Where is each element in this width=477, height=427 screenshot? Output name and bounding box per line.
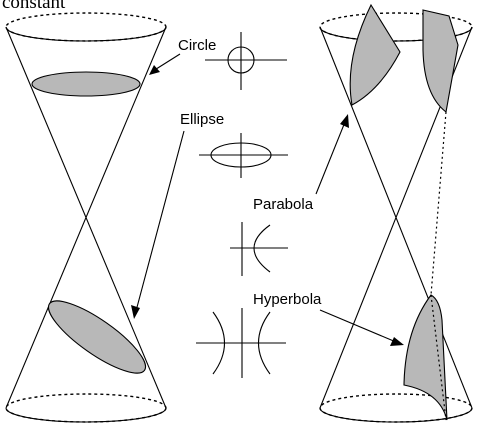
left-double-cone bbox=[5, 12, 167, 423]
circle-section bbox=[31, 71, 141, 97]
hyperbola-inner-dotted-line bbox=[430, 294, 447, 421]
ellipse-graph-icon bbox=[199, 133, 288, 178]
parabola-section bbox=[349, 3, 401, 106]
circle-arrow bbox=[149, 53, 181, 75]
hyperbola-graph-icon bbox=[196, 308, 286, 378]
hyperbola-label: Hyperbola bbox=[253, 291, 322, 308]
circle-graph-icon bbox=[205, 32, 287, 90]
hyperbola-upper-section bbox=[422, 9, 459, 113]
left-cone-top-rim-front bbox=[5, 26, 167, 42]
hyperbola-axis-dotted-line bbox=[430, 111, 447, 296]
right-double-cone bbox=[319, 3, 473, 423]
right-cone-top-rim-front bbox=[319, 26, 473, 42]
left-cone-bottom-rim-front bbox=[5, 407, 167, 423]
ellipse-section bbox=[47, 300, 147, 374]
right-cone-bottom-rim-front bbox=[319, 407, 473, 423]
ellipse-arrow bbox=[131, 130, 185, 319]
ellipse-label: Ellipse bbox=[180, 111, 224, 128]
parabola-graph-icon bbox=[230, 222, 288, 276]
circle-label: Circle bbox=[178, 37, 216, 54]
hyperbola-lower-section bbox=[403, 294, 448, 421]
top-text-fragment: constant bbox=[2, 0, 66, 13]
parabola-arrow bbox=[315, 114, 349, 195]
parabola-label: Parabola bbox=[253, 196, 314, 213]
hyperbola-arrow bbox=[319, 309, 404, 346]
left-cone-side-2 bbox=[5, 26, 167, 409]
